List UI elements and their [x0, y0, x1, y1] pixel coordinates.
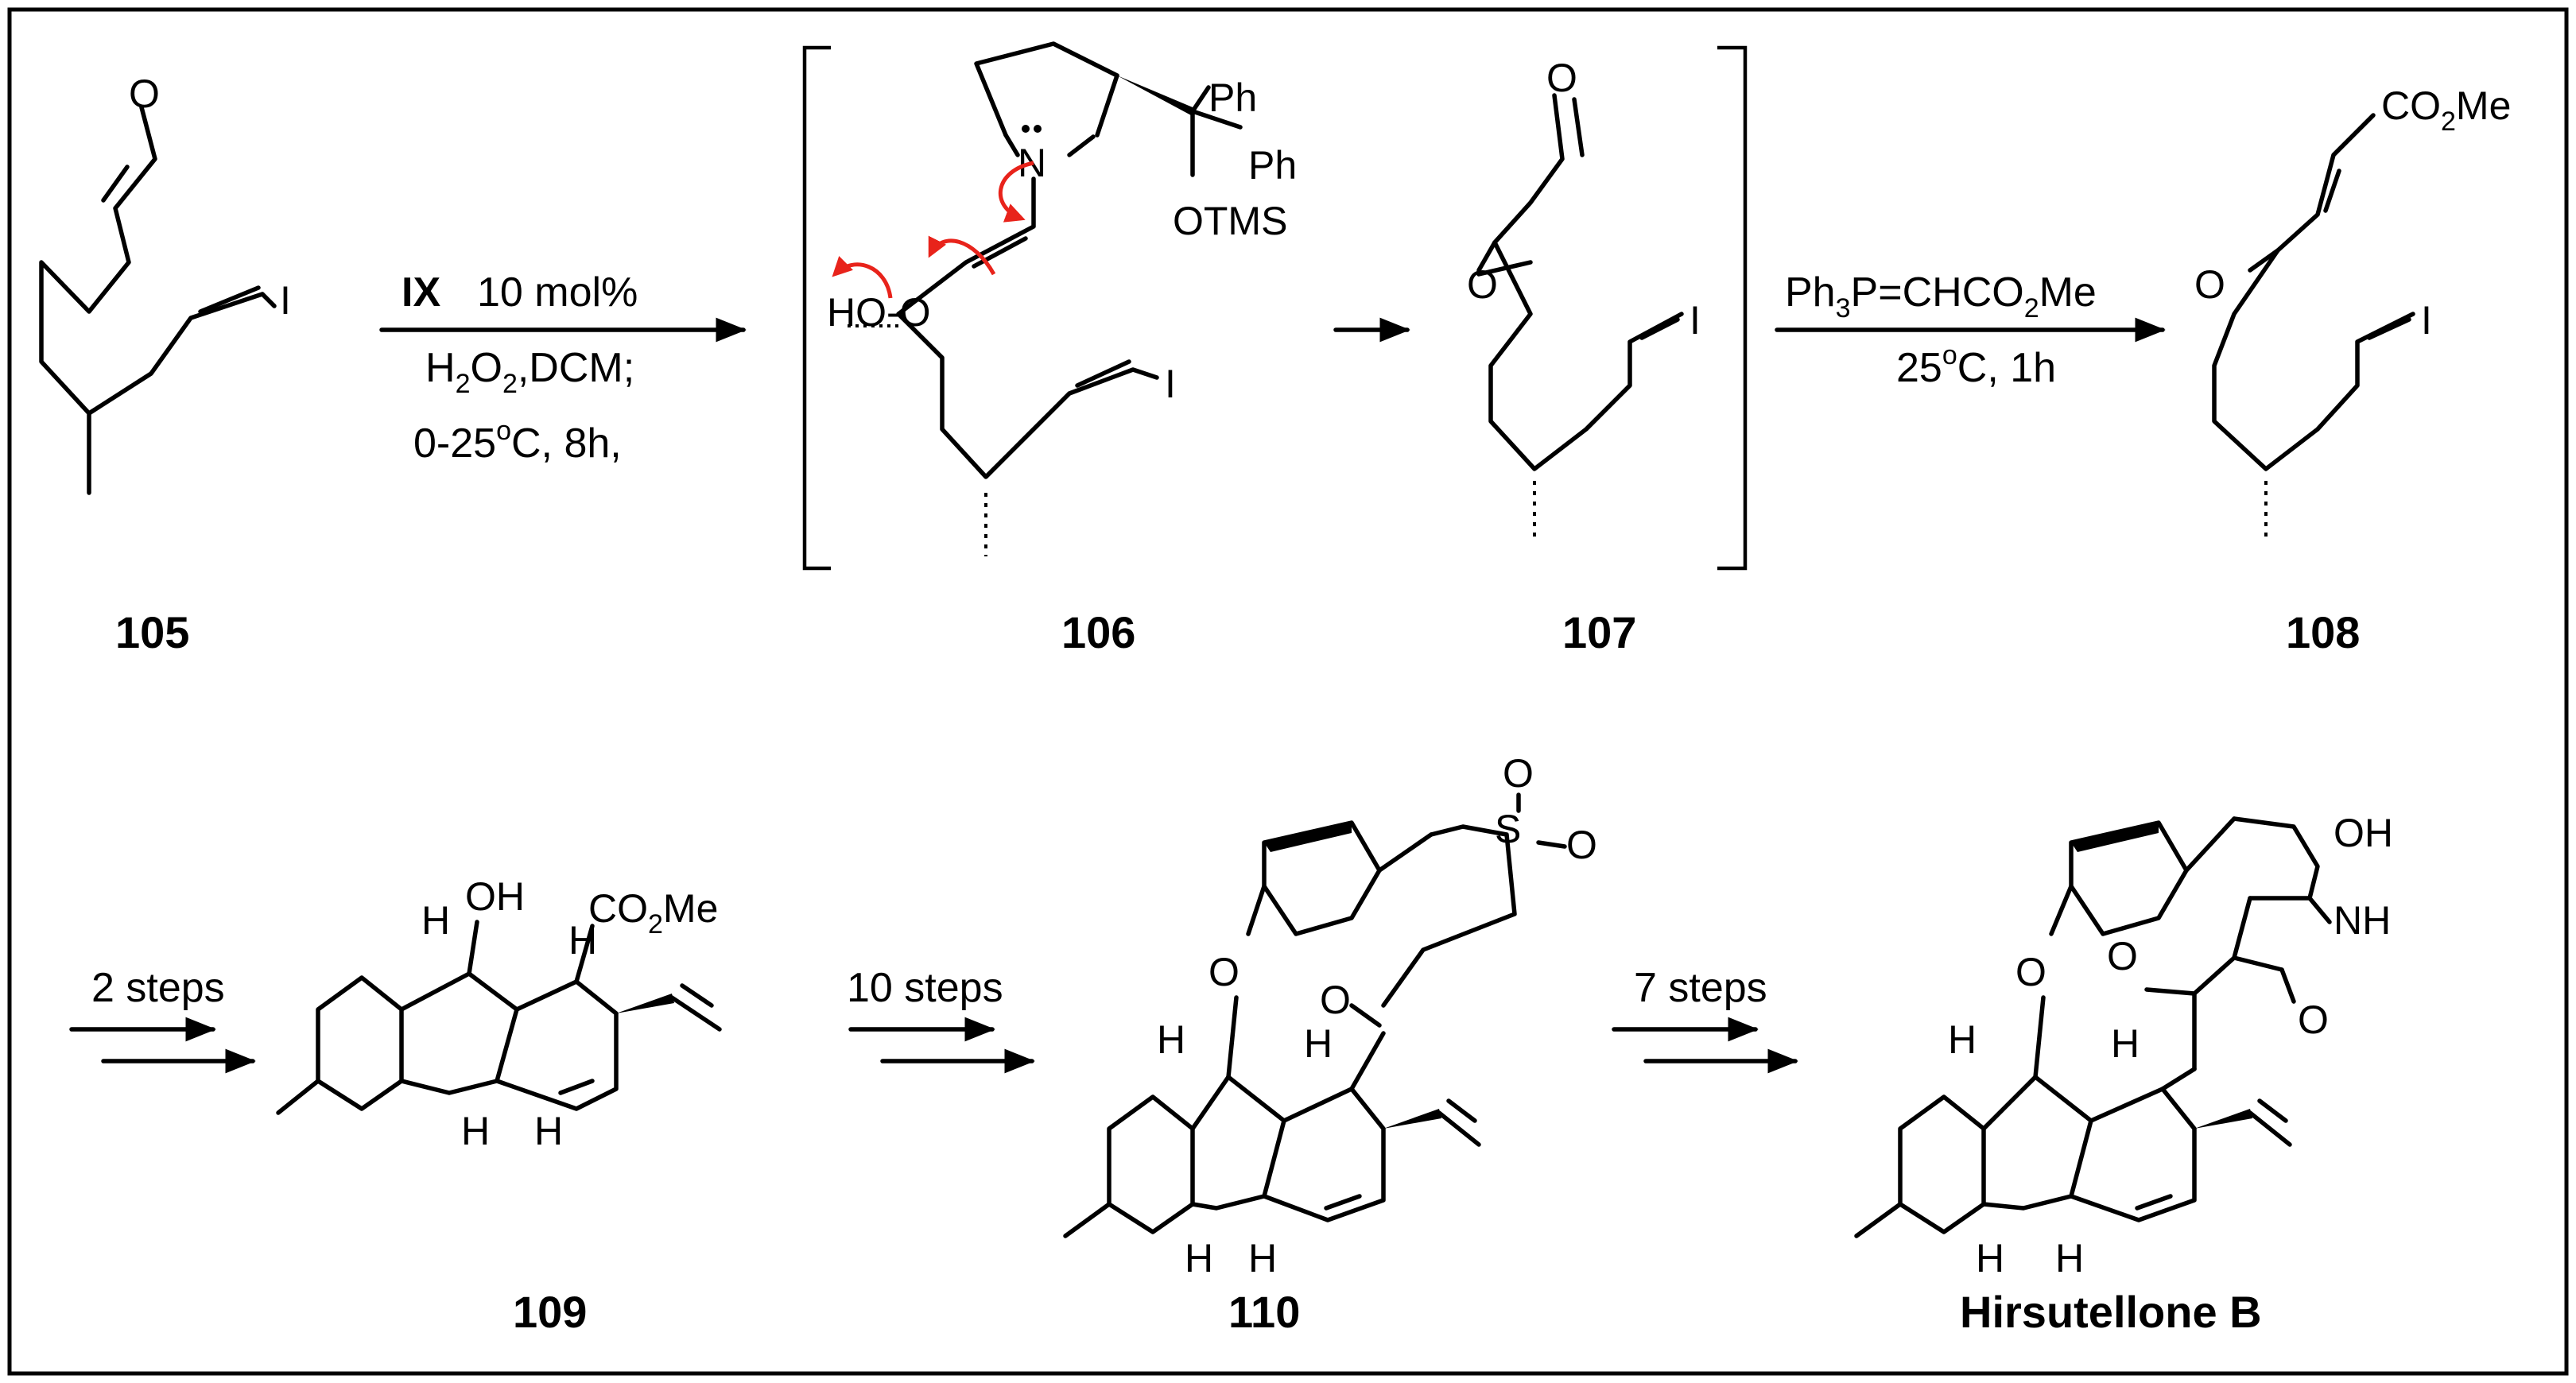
- phenyl-1: Ph: [1208, 76, 1257, 120]
- iodine-label: I: [1690, 298, 1701, 343]
- electron-push-arrow-2: [928, 235, 996, 276]
- lactam-oxygen: O: [2298, 998, 2329, 1042]
- compound-110-structure: S O O O O H H H H: [1063, 751, 1597, 1280]
- catalyst-loading: 10 mol%: [477, 269, 638, 316]
- otms-group: OTMS: [1173, 199, 1287, 243]
- ether-oxygen: O: [1208, 950, 1240, 994]
- hydrogen-3: H: [1185, 1236, 1213, 1280]
- lactam-nh: NH: [2334, 898, 2391, 943]
- ester-group: CO2Me: [588, 886, 718, 939]
- ketone-oxygen: O: [1320, 978, 1351, 1022]
- hydrogen-1: H: [421, 898, 450, 943]
- step-count-2: 2 steps: [91, 965, 225, 1011]
- ester-group: CO2Me: [2381, 83, 2511, 137]
- catalyst-label: IX: [402, 269, 440, 316]
- compound-106-structure: N Ph Ph OTMS HO-O I: [827, 41, 1297, 556]
- compound-label-109: 109: [513, 1287, 587, 1337]
- bracket-right: [1717, 45, 1748, 571]
- hydrogen-1: H: [1157, 1017, 1185, 1062]
- compound-label-110: 110: [1228, 1287, 1300, 1337]
- compound-107-structure: O O I: [1467, 56, 1701, 537]
- hydrogen-4: H: [2055, 1236, 2084, 1280]
- hydrogen-2: H: [568, 918, 597, 963]
- aldehyde-oxygen: O: [1546, 56, 1577, 100]
- step1-reagents: H2O2,DCM;: [425, 345, 634, 399]
- hydroxyl-group: OH: [465, 874, 525, 919]
- sulfur-label: S: [1495, 807, 1521, 851]
- iodine-label: I: [1165, 362, 1176, 406]
- hydrogen-1: H: [1948, 1017, 1977, 1062]
- compound-label-105: 105: [115, 607, 189, 657]
- scheme-frame: [7, 7, 2569, 1376]
- step3-temperature: 25oC, 1h: [1896, 340, 2056, 391]
- ether-oxygen: O: [2015, 950, 2046, 994]
- epoxide-oxygen: O: [1467, 262, 1498, 307]
- iodine-label: I: [2421, 298, 2432, 343]
- aldehyde-oxygen: O: [129, 72, 160, 116]
- hydrogen-3: H: [1976, 1236, 2004, 1280]
- iodine-label: I: [280, 278, 291, 323]
- hydrogen-3: H: [461, 1109, 490, 1153]
- compound-label-108: 108: [2286, 607, 2360, 657]
- electron-push-arrow-1: [998, 161, 1034, 223]
- epoxide-oxygen: O: [2194, 262, 2225, 307]
- compound-105-structure: O I: [39, 72, 291, 495]
- step1-temperature: 0-25oC, 8h,: [413, 416, 622, 467]
- electron-push-arrow-3: [832, 256, 893, 299]
- compound-108-structure: O CO2Me I: [2194, 83, 2511, 537]
- ketone-oxygen: O: [2107, 934, 2138, 978]
- compound-label-106: 106: [1061, 607, 1135, 657]
- hydroxyl-group: OH: [2334, 811, 2393, 855]
- step-count-7: 7 steps: [1634, 965, 1767, 1011]
- hydrogen-4: H: [534, 1109, 563, 1153]
- phenyl-2: Ph: [1248, 143, 1297, 188]
- hydrogen-2: H: [1304, 1021, 1333, 1066]
- sulfone-oxygen-2: O: [1566, 823, 1597, 867]
- hydrogen-2: H: [2111, 1021, 2140, 1066]
- hirsutellone-b-structure: OH NH O O O H H H H: [1854, 811, 2393, 1280]
- step-count-10: 10 steps: [847, 965, 1003, 1011]
- bracket-left: [802, 45, 831, 571]
- sulfone-oxygen-1: O: [1503, 751, 1534, 796]
- wittig-reagent: Ph3P=CHCO2Me: [1785, 269, 2097, 323]
- compound-109-structure: OH CO2Me H H H H: [276, 874, 722, 1153]
- hydroperoxide-label: HO-O: [827, 290, 931, 335]
- compound-label-hirsutellone-b: Hirsutellone B: [1960, 1287, 2262, 1337]
- compound-label-107: 107: [1562, 607, 1636, 657]
- hydrogen-4: H: [1248, 1236, 1277, 1280]
